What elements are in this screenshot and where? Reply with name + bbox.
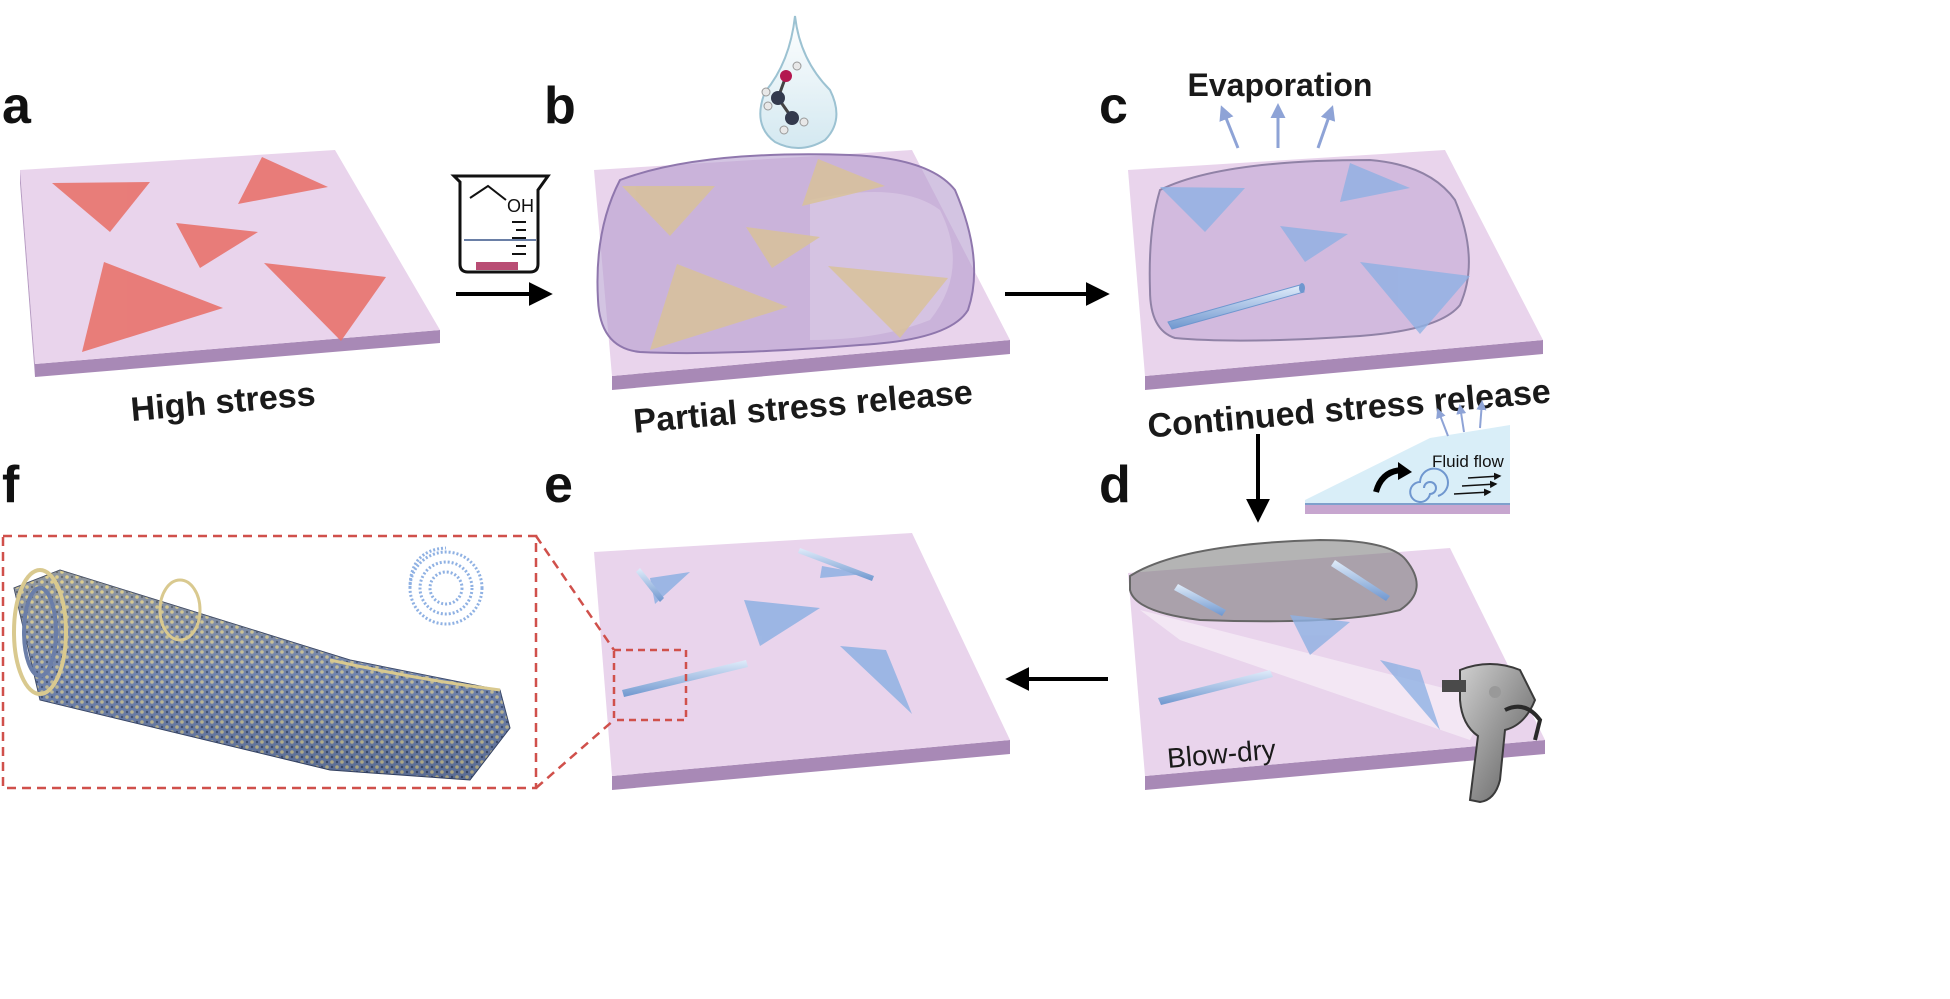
evaporation-label: Evaporation — [1188, 67, 1373, 103]
triangles-blue-e — [650, 566, 912, 714]
fluid-flow-inset: Fluid flow — [1305, 400, 1510, 514]
ethanol-drop-icon — [759, 15, 838, 149]
fluid-flow-label: Fluid flow — [1432, 452, 1505, 471]
rolling-spiral-icon — [1409, 467, 1449, 503]
beaker-icon: OH — [450, 174, 551, 274]
zoom-box — [612, 648, 688, 722]
air-gun-icon — [1442, 663, 1543, 804]
panel-f: f — [1, 456, 616, 790]
nanoscrolls-d — [1158, 560, 1390, 705]
spiral-cross-section-icon — [408, 546, 484, 626]
zoom-line-top — [534, 535, 616, 651]
triangles-red — [52, 157, 386, 352]
triangles-tan — [622, 159, 948, 350]
panel-letter-b: b — [544, 77, 576, 135]
panel-letter-a: a — [2, 77, 32, 135]
substrate-e — [594, 533, 1010, 790]
triangles-blue-d — [1290, 615, 1440, 730]
nanoscroll-c — [1167, 283, 1305, 330]
panel-letter-e: e — [544, 456, 573, 514]
remaining-droplet — [1129, 538, 1418, 623]
zoom-line-bottom — [535, 719, 615, 789]
nanoscroll-atomic-model — [12, 568, 511, 781]
panel-e: e — [544, 456, 1010, 790]
panel-letter-d: d — [1099, 456, 1131, 514]
panel-d: d Blow-dry — [1099, 456, 1545, 804]
evaporation-small-arrows — [1436, 400, 1487, 437]
panel-letter-f: f — [2, 456, 20, 514]
caption-a: High stress — [129, 375, 317, 429]
panel-b: b Partial stress rel — [544, 15, 1010, 441]
beaker-label: OH — [507, 196, 534, 216]
evaporation-arrows — [1219, 103, 1336, 149]
triangles-blue-c — [1160, 163, 1470, 334]
panel-c: c Evaporation Continued stress release — [1099, 67, 1552, 446]
panel-letter-c: c — [1099, 77, 1128, 135]
panel-a: a High stress — [2, 77, 440, 429]
